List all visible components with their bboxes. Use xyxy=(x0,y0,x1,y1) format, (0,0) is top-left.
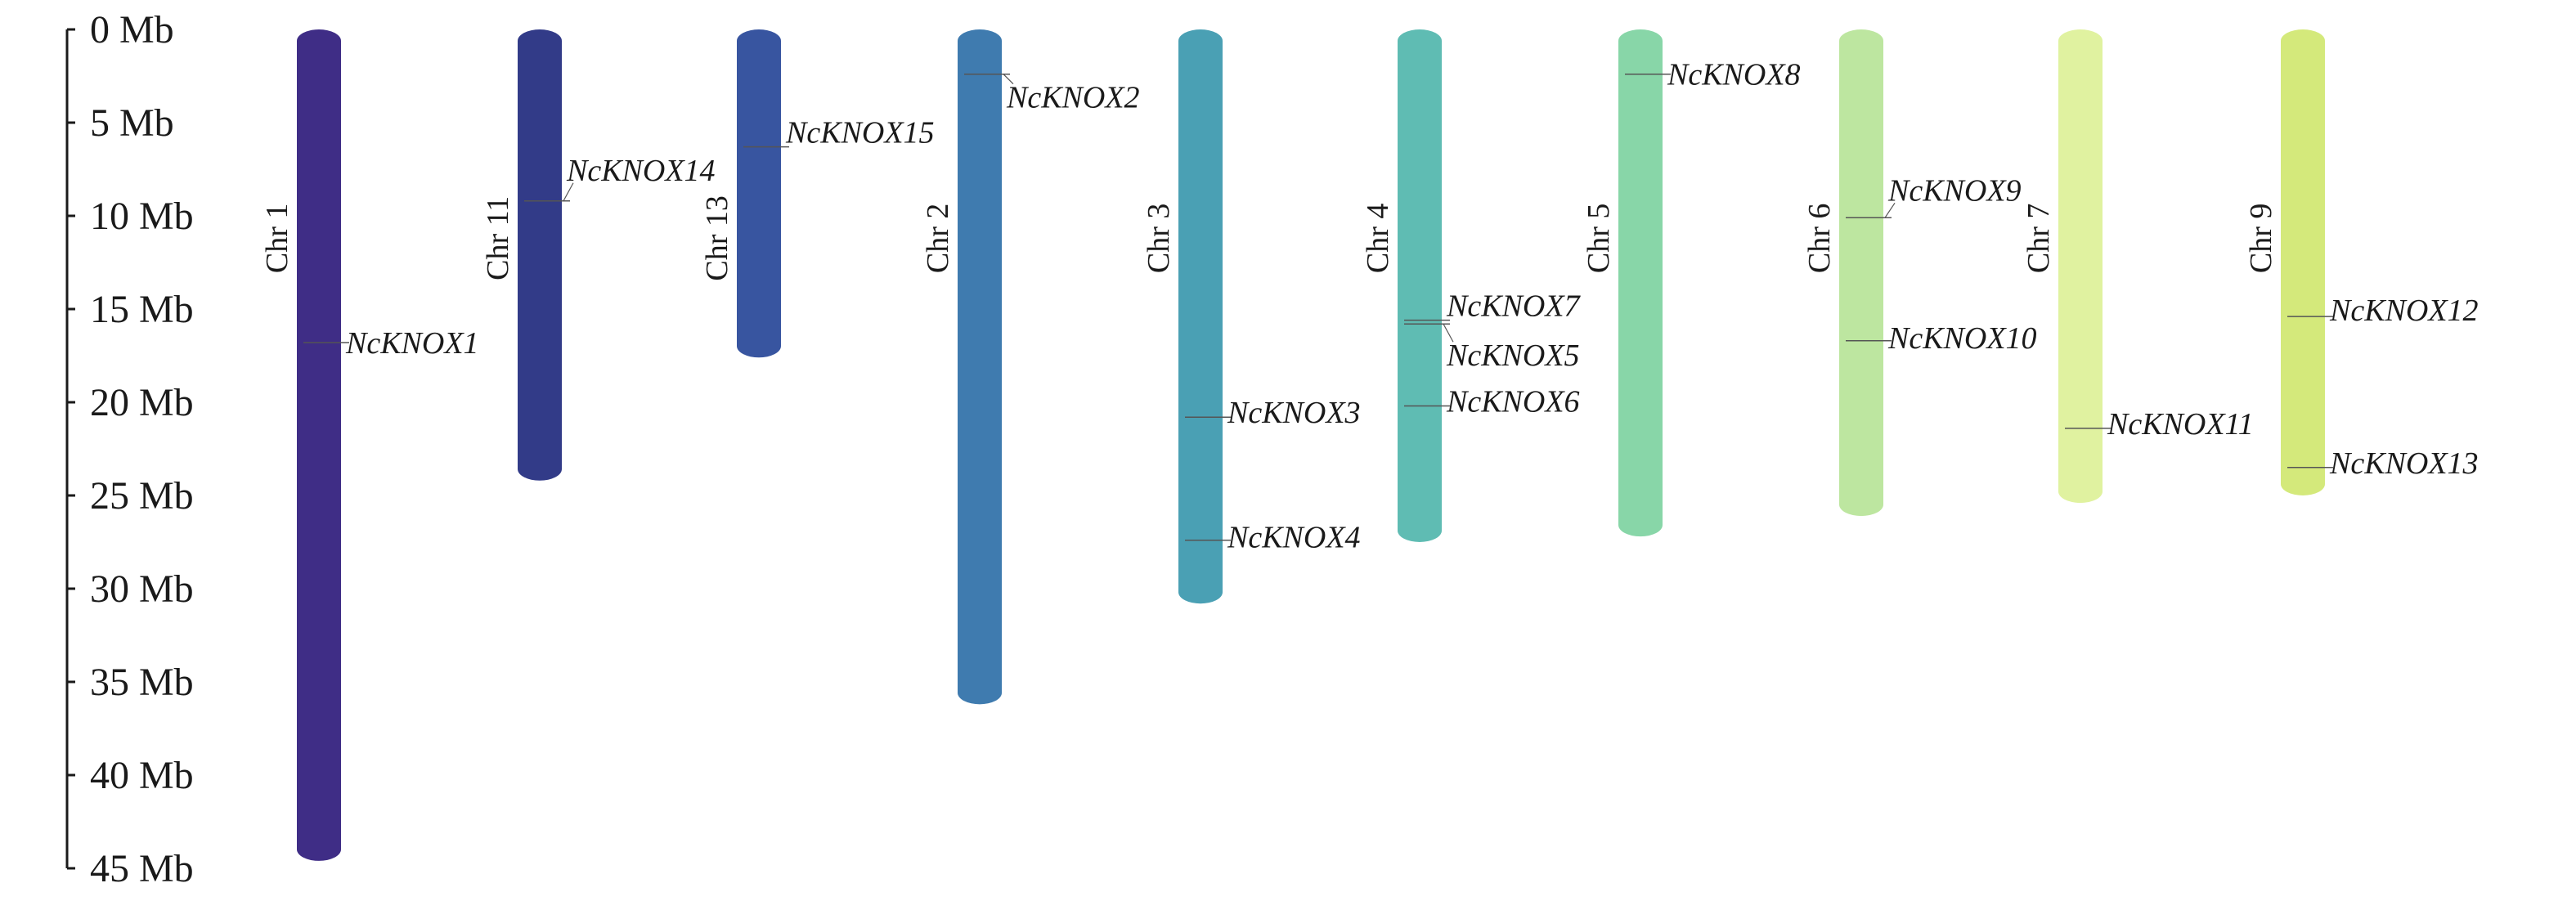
chromosome-label: Chr 6 xyxy=(1802,204,1837,274)
chromosome-label: Chr 3 xyxy=(1142,204,1176,274)
chromosome-label: Chr 9 xyxy=(2244,204,2278,274)
gene-label: NcKNOX4 xyxy=(1227,521,1361,555)
gene-label: NcKNOX8 xyxy=(1667,58,1801,92)
chromosome-bar xyxy=(958,29,1002,705)
y-axis-tick-label: 35 Mb xyxy=(90,661,194,704)
chromosome-label: Chr 2 xyxy=(921,204,955,274)
gene-leader-line xyxy=(563,182,574,202)
chromosome-bar xyxy=(737,29,781,358)
y-axis-tick-label: 30 Mb xyxy=(90,567,194,611)
chromosome-bar xyxy=(518,29,562,481)
chromosome-label: Chr 11 xyxy=(481,196,515,280)
chromosome-bar xyxy=(1398,29,1442,542)
chromosome-label: Chr 7 xyxy=(2022,204,2056,274)
chromosome-bar xyxy=(297,29,341,861)
chromosome-bar xyxy=(2281,29,2325,495)
chromosome-bar xyxy=(1178,29,1223,604)
y-axis-tick-label: 0 Mb xyxy=(90,8,174,52)
y-axis-tick-label: 25 Mb xyxy=(90,474,194,518)
chromosome-label: Chr 13 xyxy=(700,195,734,281)
gene-label: NcKNOX10 xyxy=(1887,321,2037,356)
gene-label: NcKNOX15 xyxy=(785,116,935,150)
gene-label: NcKNOX9 xyxy=(1887,173,2022,208)
gene-label: NcKNOX1 xyxy=(345,326,479,361)
chromosome-bar xyxy=(1839,29,1883,517)
gene-leader-line xyxy=(1003,74,1014,85)
y-axis-tick-label: 45 Mb xyxy=(90,847,194,890)
gene-leader-line xyxy=(1884,202,1896,218)
chromosome-label: Chr 1 xyxy=(260,204,294,274)
gene-label: NcKNOX2 xyxy=(1006,81,1140,115)
gene-label: NcKNOX6 xyxy=(1446,385,1580,419)
gene-label: NcKNOX7 xyxy=(1446,289,1582,324)
gene-label: NcKNOX13 xyxy=(2329,446,2479,481)
chromosome-bar xyxy=(1618,29,1663,537)
chromosome-bar xyxy=(2058,29,2103,504)
gene-leader-line xyxy=(1443,323,1454,343)
chromosome-label: Chr 5 xyxy=(1582,204,1616,274)
y-axis-tick-label: 40 Mb xyxy=(90,754,194,797)
gene-label: NcKNOX12 xyxy=(2329,294,2479,328)
gene-label: NcKNOX14 xyxy=(566,154,716,188)
gene-label: NcKNOX5 xyxy=(1446,338,1580,373)
gene-label: NcKNOX11 xyxy=(2107,407,2254,442)
y-axis-tick-label: 5 Mb xyxy=(90,101,174,145)
chromosome-label: Chr 4 xyxy=(1361,204,1395,274)
y-axis-tick-label: 15 Mb xyxy=(90,288,194,331)
y-axis-tick-label: 10 Mb xyxy=(90,195,194,238)
gene-label: NcKNOX3 xyxy=(1227,396,1361,430)
y-axis-tick-label: 20 Mb xyxy=(90,381,194,424)
